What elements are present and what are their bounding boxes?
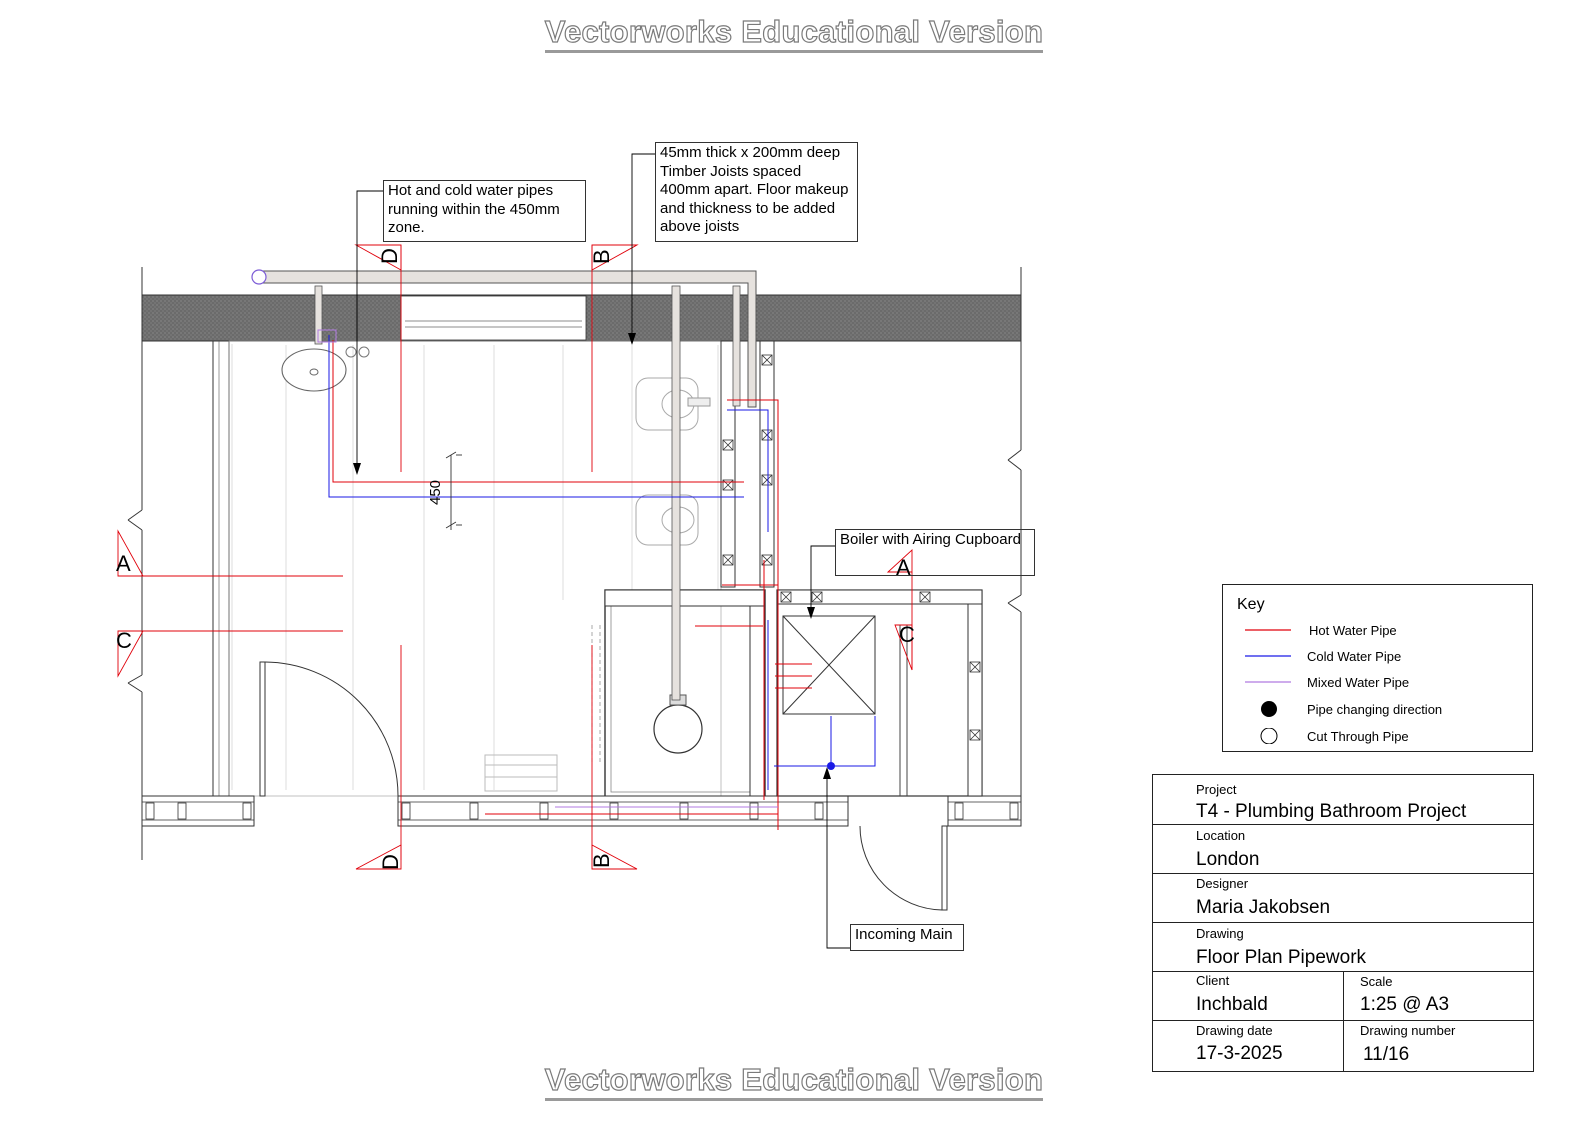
section-marker-a-left: A [116,551,131,576]
basin [281,348,347,392]
legend-title: Key [1237,596,1265,613]
section-marker-b-bottom: B [589,853,614,868]
open-circle-icon [1260,728,1278,744]
window-opening [400,295,587,341]
section-marker-a-right: A [896,555,911,580]
door-cupboard [859,825,948,911]
section-marker-d-bottom: D [378,854,403,870]
dimension-450: 450 [427,480,444,505]
legend-item-hot: Hot Water Pipe [1223,619,1532,641]
watermark-bottom: Vectorworks Educational Version [0,1061,1588,1101]
mixed-water-line-icon [1245,681,1291,683]
legend-item-direction: Pipe changing direction [1223,698,1532,720]
section-marker-d-top: D [377,248,402,264]
note-boiler: Boiler with Airing Cupboard [835,529,1035,576]
tb-location: Location London [1153,825,1533,874]
bottom-wall-left [141,795,255,827]
legend-item-mixed: Mixed Water Pipe [1223,671,1532,693]
cold-water-line-icon [1245,655,1291,657]
pipe-change-direction [827,762,835,770]
shower-enclosure [604,589,766,799]
hot-water-line-icon [1245,629,1291,631]
legend: Key Hot Water Pipe Cold Water Pipe Mixed… [1222,584,1533,752]
watermark-top: Vectorworks Educational Version [0,13,1588,53]
cold-water-pipes [328,335,876,790]
legend-item-cut: Cut Through Pipe [1223,725,1532,747]
note-pipes-zone: Hot and cold water pipes running within … [383,180,586,242]
shower-drain [653,704,703,754]
door-main [259,661,399,797]
bottom-wall-right [947,795,1022,827]
tb-project: Project T4 - Plumbing Bathroom Project [1153,775,1533,825]
hot-water-pipes [332,340,812,830]
left-wall [212,340,230,797]
section-marker-c-left: C [116,628,132,653]
section-marker-c-right: C [899,622,915,647]
tb-client-scale: Client Inchbald Scale 1:25 @ A3 [1153,972,1533,1021]
filled-circle-icon [1261,701,1277,717]
note-joists: 45mm thick x 200mm deep Timber Joists sp… [655,142,858,242]
bottom-wall-mid [397,795,849,827]
tb-designer: Designer Maria Jakobsen [1153,874,1533,923]
tb-date-number: Drawing date 17-3-2025 Drawing number 11… [1153,1021,1533,1072]
section-marker-b-top: B [589,249,614,264]
tb-drawing: Drawing Floor Plan Pipework [1153,923,1533,972]
legend-item-cold: Cold Water Pipe [1223,645,1532,667]
title-block: Project T4 - Plumbing Bathroom Project L… [1152,774,1534,1072]
note-incoming-main: Incoming Main [850,924,964,951]
